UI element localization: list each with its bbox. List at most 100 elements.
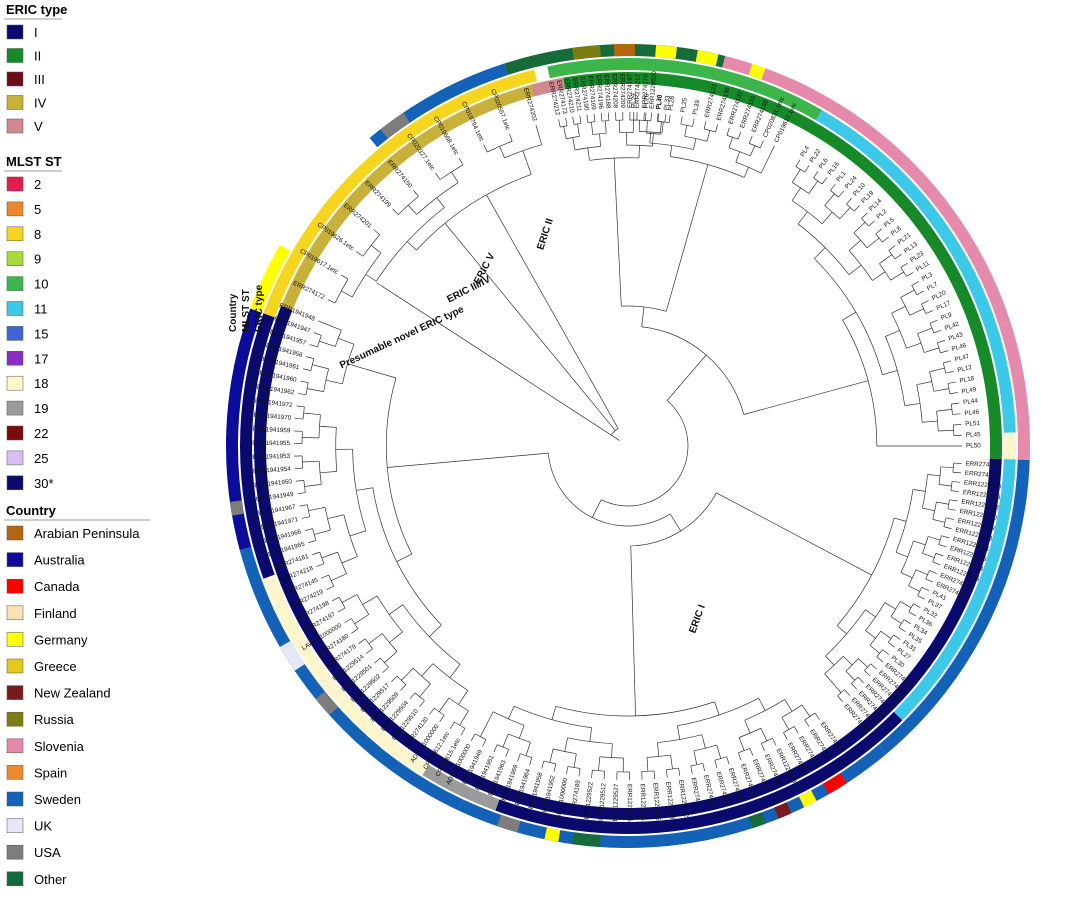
branch xyxy=(885,330,900,337)
branch-arc xyxy=(601,400,689,507)
branch xyxy=(851,683,858,690)
legend-mlst-label-19: 19 xyxy=(34,401,48,416)
branch xyxy=(929,570,937,574)
branch xyxy=(337,607,346,613)
ring-mlst-segment xyxy=(495,711,903,834)
branch xyxy=(459,710,469,726)
branch xyxy=(797,211,808,225)
branch xyxy=(935,552,944,557)
ring-country-accent xyxy=(655,44,677,59)
ring-country-accent xyxy=(798,790,817,808)
branch-arc xyxy=(846,203,855,212)
branch xyxy=(808,180,819,194)
leaf-label: ERR274214 xyxy=(965,460,1000,469)
branch xyxy=(916,290,925,295)
branch xyxy=(864,670,871,677)
branch xyxy=(649,131,651,144)
leaf-label: PL39 xyxy=(692,99,702,115)
legend-country-swatch-canada xyxy=(6,578,24,594)
branch-arc xyxy=(553,748,577,755)
branch xyxy=(312,551,320,556)
legend-country-swatch-germany xyxy=(6,632,24,647)
branch xyxy=(653,770,656,779)
branch-arc xyxy=(351,618,359,629)
branch-arc xyxy=(932,553,937,563)
branch-arc xyxy=(761,737,773,744)
leaf-label: PL33 xyxy=(663,95,672,111)
branch xyxy=(460,728,466,736)
branch xyxy=(924,347,939,353)
branch xyxy=(879,254,893,264)
branch-arc xyxy=(898,619,905,628)
branch xyxy=(922,507,935,512)
legend-country: Country Arabian PeninsulaAustraliaCanada… xyxy=(4,503,150,887)
branch xyxy=(839,207,851,220)
branch xyxy=(591,499,602,518)
legend-eric-swatch-iii xyxy=(6,71,24,87)
legend-mlst-swatch-30 xyxy=(6,475,24,491)
branch xyxy=(308,507,326,512)
branch xyxy=(728,137,733,148)
branch xyxy=(436,197,445,208)
branch xyxy=(884,602,896,610)
legend-country-swatch-uk xyxy=(6,818,24,833)
ring-country-accent xyxy=(823,773,847,795)
branch-arc xyxy=(851,676,859,684)
branch xyxy=(493,744,498,753)
branch-arc xyxy=(416,182,459,215)
branch xyxy=(750,145,756,157)
leaf-label: PL17 xyxy=(936,299,953,312)
legend-mlst-label-25: 25 xyxy=(34,451,48,466)
branch xyxy=(888,642,895,648)
branch xyxy=(319,425,337,428)
branch xyxy=(331,596,340,602)
legend-mlst-swatch-9 xyxy=(6,251,24,266)
branch xyxy=(304,528,313,532)
branch xyxy=(449,664,461,678)
legend-country-label-australia: Australia xyxy=(34,553,85,568)
ring-mlst-segment xyxy=(547,57,822,121)
branch xyxy=(857,676,864,683)
legend-mlst-label-22: 22 xyxy=(34,426,48,441)
legend-mlst-label-9: 9 xyxy=(34,252,41,267)
branch-arc xyxy=(414,692,425,701)
ring-country-segment xyxy=(250,245,291,313)
branch xyxy=(891,305,906,314)
branch xyxy=(299,504,308,507)
legend-country-label-usa: USA xyxy=(34,845,61,860)
branch xyxy=(868,220,875,227)
legend-country-swatch-new-zealand xyxy=(6,685,24,700)
branch xyxy=(362,595,378,605)
branch xyxy=(921,587,930,592)
branch xyxy=(693,138,697,150)
legend-mlst-label-10: 10 xyxy=(34,277,48,292)
branch xyxy=(814,247,826,259)
branch xyxy=(480,711,494,737)
branch xyxy=(429,624,442,637)
legend-country-label-greece: Greece xyxy=(34,659,77,674)
branch xyxy=(927,536,941,541)
branch xyxy=(848,264,862,275)
legend-country-swatch-finland xyxy=(6,605,24,621)
branch xyxy=(842,311,857,321)
branch xyxy=(646,120,648,134)
branch xyxy=(952,471,961,474)
branch-arc xyxy=(318,461,322,485)
ring-country-accent xyxy=(613,44,636,57)
branch xyxy=(793,726,799,734)
ring-country-accent xyxy=(544,827,561,842)
leaf-label: ERR1941954 xyxy=(253,466,292,476)
leaf-label: ERR1941950 xyxy=(254,478,293,489)
branch xyxy=(358,638,366,644)
branch xyxy=(904,403,921,406)
branch xyxy=(572,116,575,125)
branch-arc xyxy=(639,130,663,134)
branch xyxy=(303,412,321,416)
branch xyxy=(304,484,322,487)
branch-arc xyxy=(641,770,655,773)
branch-arc xyxy=(381,633,398,652)
branch-arc xyxy=(830,190,839,198)
branch xyxy=(759,140,764,149)
